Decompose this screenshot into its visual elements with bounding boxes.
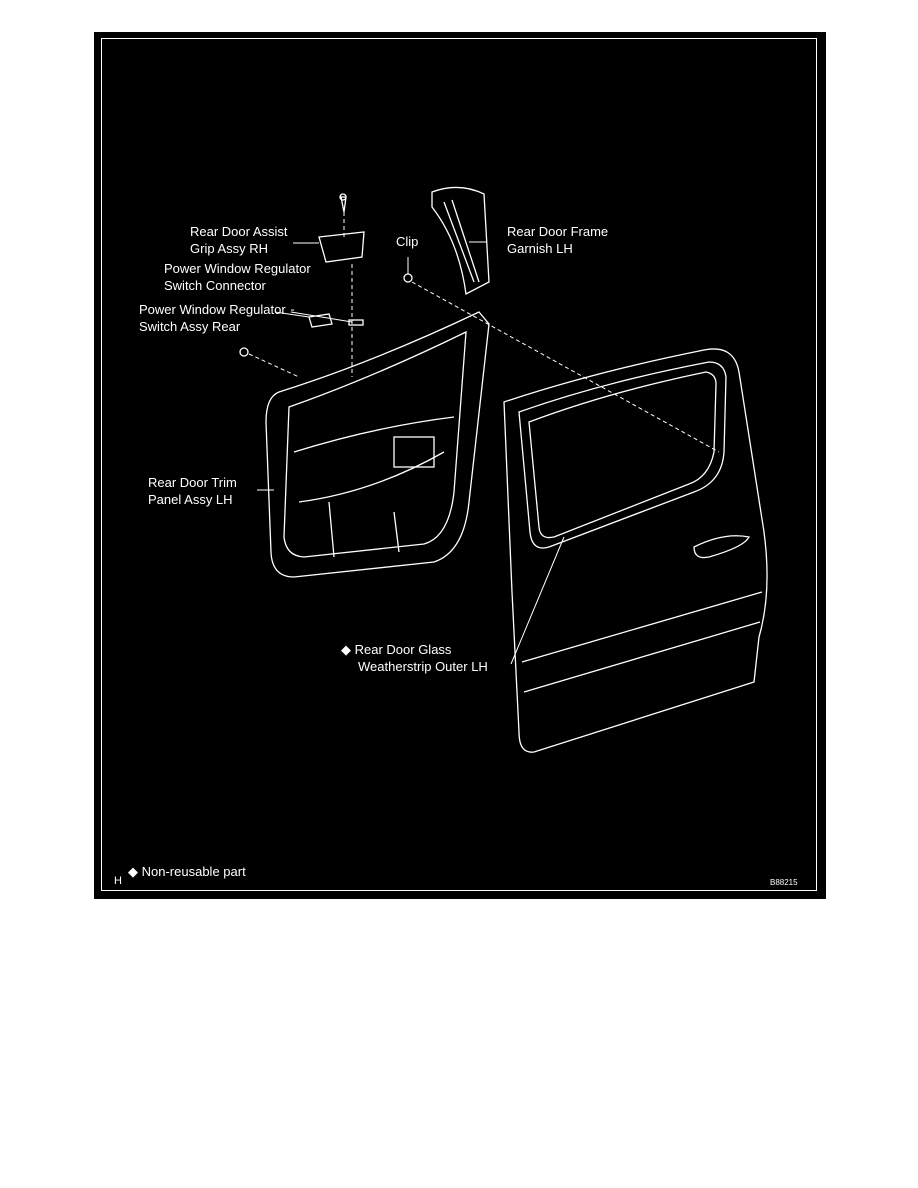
label-trim-panel: Rear Door Trim Panel Assy LH xyxy=(148,474,237,508)
door-handle xyxy=(693,535,750,559)
corner-letter: H xyxy=(114,875,122,887)
label-line: Panel Assy LH xyxy=(148,492,233,507)
switch-connector xyxy=(348,319,364,326)
label-assist-grip: Rear Door Assist Grip Assy RH xyxy=(190,223,288,257)
figure-code: B88215 xyxy=(770,878,798,887)
label-switch-assy: Power Window Regulator Switch Assy Rear xyxy=(139,301,286,335)
assist-grip xyxy=(318,231,365,263)
frame-garnish xyxy=(431,186,490,296)
legend: ◆ Non-reusable part xyxy=(128,863,246,880)
label-line: Weatherstrip Outer LH xyxy=(358,659,488,674)
label-switch-connector: Power Window Regulator Switch Connector xyxy=(164,260,311,294)
clip-part xyxy=(403,273,413,283)
label-line: Switch Connector xyxy=(164,278,266,293)
trim-panel xyxy=(265,311,490,578)
label-line: Power Window Regulator xyxy=(164,261,311,276)
diamond-icon: ◆ xyxy=(128,864,138,879)
label-line: Garnish LH xyxy=(507,241,573,256)
label-line: Switch Assy Rear xyxy=(139,319,241,334)
label-line: Rear Door Frame xyxy=(507,224,609,239)
label-line: Rear Door Trim xyxy=(148,475,237,490)
rear-door-panel xyxy=(503,348,768,753)
label-line: Grip Assy RH xyxy=(190,241,269,256)
label-clip: Clip xyxy=(396,234,419,249)
exploded-door-illustration xyxy=(239,186,768,753)
diagram-frame: Rear Door Assist Grip Assy RH Power Wind… xyxy=(94,32,826,899)
trim-screw xyxy=(239,347,249,357)
label-frame-garnish: Rear Door Frame Garnish LH xyxy=(507,223,608,257)
diagram-border xyxy=(101,38,817,891)
legend-text: Non-reusable part xyxy=(141,864,246,879)
screw xyxy=(340,196,347,213)
label-line: Rear Door Assist xyxy=(190,224,288,239)
label-line: ◆ Rear Door Glass xyxy=(341,642,452,657)
label-weatherstrip: ◆ Rear Door Glass Weatherstrip Outer LH xyxy=(341,641,488,675)
switch-assy xyxy=(308,313,333,328)
label-line: Power Window Regulator xyxy=(139,302,286,317)
